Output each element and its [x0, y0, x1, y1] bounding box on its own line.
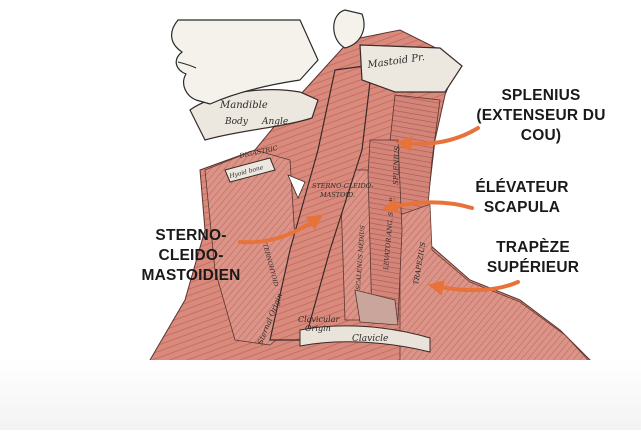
- label-sternocleidomastoid: STERNO- CLEIDO- MASTOIDIEN: [136, 226, 246, 286]
- label-levator-line-2: SCAPULA: [462, 198, 582, 218]
- scm-center-label-1: STERNO-CLEIDO-: [312, 182, 373, 190]
- clavicle-label: Clavicle: [352, 334, 388, 344]
- splenius-vertical-label: SPLENIUS: [392, 146, 401, 185]
- clavicular-origin-label-1: Clavicular: [298, 315, 340, 324]
- label-splenius-line-3: COU): [448, 126, 634, 146]
- body-label: Body: [224, 117, 249, 127]
- trapezius-region: [400, 200, 590, 385]
- mandible-label: Mandible: [219, 100, 268, 111]
- angle-label: Angle: [261, 117, 288, 127]
- label-splenius-line-1: SPLENIUS: [448, 86, 634, 106]
- label-trapezius-line-1: TRAPÈZE: [478, 238, 588, 258]
- scm-center-label-2: MASTOID.: [319, 191, 355, 199]
- label-trapezius: TRAPÈZE SUPÉRIEUR: [478, 238, 588, 278]
- label-levator-scapula: ÉLÉVATEUR SCAPULA: [462, 178, 582, 218]
- bottom-fade: [0, 360, 641, 430]
- label-splenius: SPLENIUS (EXTENSEUR DU COU): [448, 86, 634, 146]
- label-levator-line-1: ÉLÉVATEUR: [462, 178, 582, 198]
- label-trapezius-line-2: SUPÉRIEUR: [478, 258, 588, 278]
- label-scm-line-3: MASTOIDIEN: [136, 266, 246, 286]
- label-scm-line-1: STERNO-: [136, 226, 246, 246]
- clavicular-origin-label-2: Origin: [305, 324, 331, 333]
- label-scm-line-2: CLEIDO-: [136, 246, 246, 266]
- label-splenius-line-2: (EXTENSEUR DU: [448, 106, 634, 126]
